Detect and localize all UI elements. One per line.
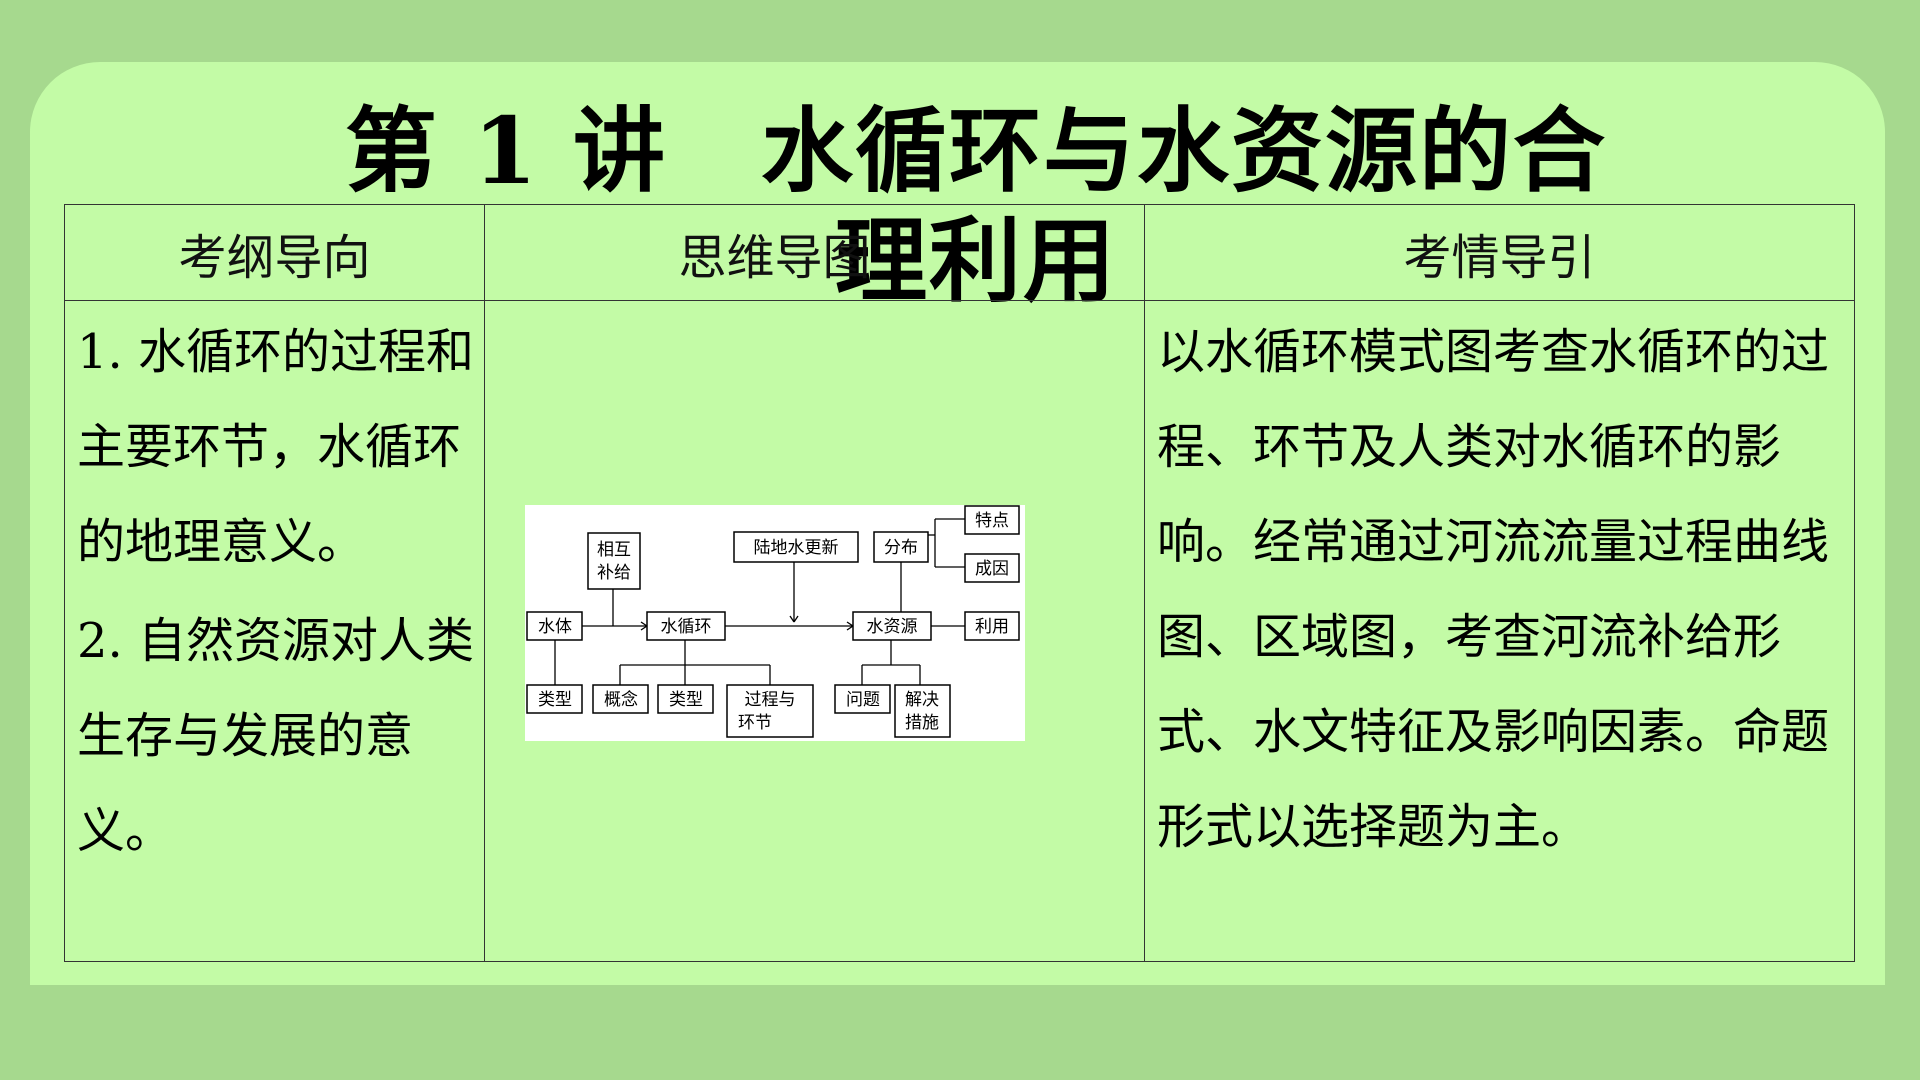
svg-text:类型: 类型 bbox=[669, 690, 703, 710]
svg-text:陆地水更新: 陆地水更新 bbox=[753, 538, 838, 558]
svg-text:水体: 水体 bbox=[538, 617, 572, 637]
syllabus-cell: 1. 水循环的过程和主要环节，水循环的地理意义。 2. 自然资源对人类生存与发展… bbox=[64, 300, 485, 962]
guide-table: 考纲导向 思维导图 考情导引 1. 水循环的过程和主要环节，水循环的地理意义。 … bbox=[64, 204, 1855, 962]
mindmap-cell: 相互 补给 陆地水更新 分布 特点 成因 bbox=[484, 300, 1145, 962]
svg-text:问题: 问题 bbox=[846, 690, 880, 710]
node-types-2: 类型 bbox=[656, 684, 714, 714]
node-distribution: 分布 bbox=[872, 531, 929, 563]
svg-text:类型: 类型 bbox=[538, 690, 572, 710]
node-features: 特点 bbox=[963, 505, 1020, 535]
header-situation: 考情导引 bbox=[1144, 204, 1855, 301]
svg-text:分布: 分布 bbox=[884, 538, 918, 558]
node-water-resource: 水资源 bbox=[851, 611, 932, 641]
svg-text:利用: 利用 bbox=[975, 617, 1009, 637]
situation-text: 以水循环模式图考查水循环的过程、环节及人类对水循环的影响。经常通过河流流量过程曲… bbox=[1157, 324, 1830, 855]
header-syllabus: 考纲导向 bbox=[64, 204, 485, 301]
header-mindmap-label: 思维导图 bbox=[678, 229, 871, 286]
svg-text:成因: 成因 bbox=[975, 559, 1009, 579]
svg-text:过程与: 过程与 bbox=[744, 690, 795, 710]
header-mindmap: 思维导图 bbox=[484, 204, 1145, 301]
svg-text:措施: 措施 bbox=[905, 713, 939, 733]
svg-text:补给: 补给 bbox=[597, 563, 631, 583]
svg-text:水资源: 水资源 bbox=[866, 617, 917, 637]
svg-text:解决: 解决 bbox=[905, 690, 939, 710]
node-use: 利用 bbox=[963, 611, 1020, 641]
situation-cell: 以水循环模式图考查水循环的过程、环节及人类对水循环的影响。经常通过河流流量过程曲… bbox=[1144, 300, 1855, 962]
node-types-1: 类型 bbox=[525, 684, 583, 714]
node-problem: 问题 bbox=[833, 684, 891, 714]
node-solve: 解决 措施 bbox=[893, 684, 951, 738]
table-body-row: 1. 水循环的过程和主要环节，水循环的地理意义。 2. 自然资源对人类生存与发展… bbox=[64, 300, 1855, 962]
table-header-row: 考纲导向 思维导图 考情导引 bbox=[64, 204, 1855, 301]
node-causes: 成因 bbox=[963, 553, 1020, 583]
title-area: 第 1 讲 水循环与水资源的合理利用 bbox=[270, 96, 1670, 315]
node-water-body: 水体 bbox=[525, 611, 583, 641]
syllabus-item-2: 2. 自然资源对人类生存与发展的意义。 bbox=[77, 613, 475, 859]
page-title: 第 1 讲 水循环与水资源的合理利用 bbox=[344, 97, 1608, 315]
syllabus-item-1: 1. 水循环的过程和主要环节，水循环的地理意义。 bbox=[77, 324, 475, 570]
svg-text:相互: 相互 bbox=[597, 540, 631, 560]
svg-text:环节: 环节 bbox=[738, 713, 772, 733]
node-land-update: 陆地水更新 bbox=[732, 531, 859, 563]
svg-text:水循环: 水循环 bbox=[660, 617, 711, 637]
node-mutual: 相互 补给 bbox=[586, 532, 641, 590]
node-concept: 概念 bbox=[591, 684, 649, 714]
mindmap-diagram: 相互 补给 陆地水更新 分布 特点 成因 bbox=[524, 505, 1025, 741]
svg-text:特点: 特点 bbox=[975, 511, 1009, 531]
node-process: 过程与 环节 bbox=[725, 684, 814, 738]
node-water-cycle: 水循环 bbox=[645, 611, 726, 641]
svg-text:概念: 概念 bbox=[604, 689, 638, 710]
